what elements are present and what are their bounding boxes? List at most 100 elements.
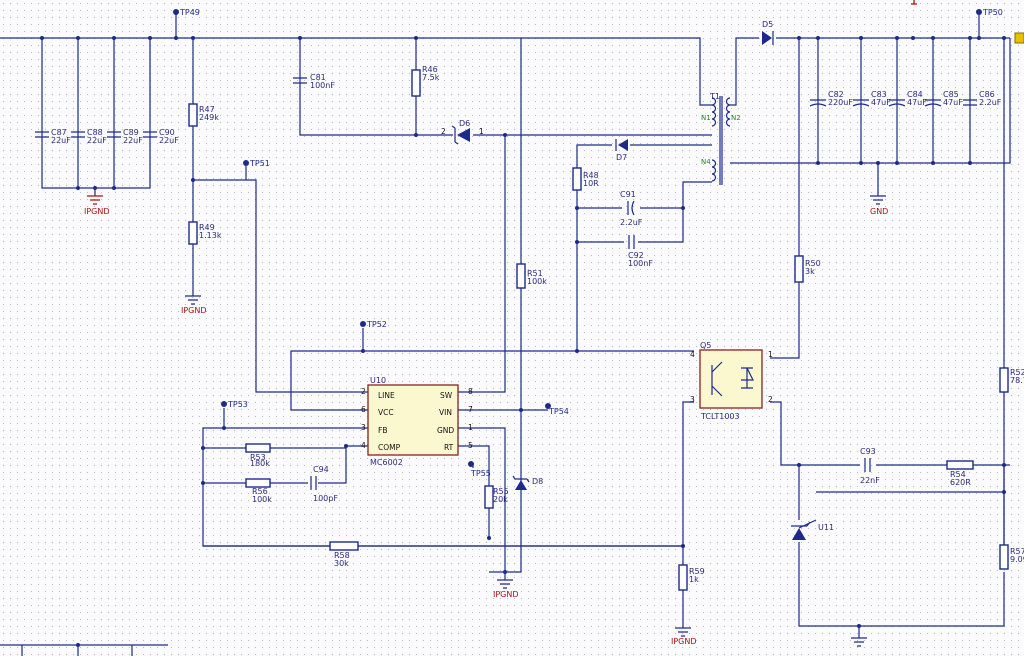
c88-ref: C88	[87, 128, 103, 137]
c86-ref: C86	[979, 90, 995, 99]
r56-value: 100k	[252, 495, 272, 504]
r51-value: 100k	[527, 277, 547, 286]
tp54-label: TP54	[548, 407, 569, 416]
capacitor-bodies	[35, 77, 977, 490]
u10-pin-vin: VIN	[439, 408, 452, 417]
wires	[0, 37, 1011, 656]
c89-ref: C89	[123, 128, 139, 137]
r54-ref: R54	[950, 470, 966, 479]
c92-value: 100nF	[628, 259, 653, 268]
r47-ref: R47	[199, 105, 215, 114]
u10-pin-num-5: 5	[468, 441, 473, 450]
ic-u10-body	[367, 384, 459, 456]
r49-value: 1.13k	[199, 231, 222, 240]
diode-bodies	[451, 31, 817, 540]
q5-part: TCLT1003	[700, 412, 740, 421]
u10-pin-gnd: GND	[437, 426, 454, 435]
c94-ref: C94	[313, 465, 329, 474]
gnd-label: GND	[870, 207, 888, 216]
q5-pin-2: 2	[768, 395, 773, 404]
u10-pin-vcc: VCC	[378, 408, 394, 417]
c85-ref: C85	[943, 90, 959, 99]
q5-pin-1: 1	[768, 350, 773, 359]
r59-ref: R59	[689, 567, 705, 576]
d6-pin-2: 2	[441, 127, 446, 136]
ipgnd-label-4: IPGND	[671, 637, 697, 646]
r47-value: 249k	[199, 113, 219, 122]
t1-ref: T1	[709, 92, 720, 101]
ground-symbols	[87, 0, 1024, 647]
tp50-label: TP50	[982, 8, 1003, 17]
labels: TP49 TP50 TP51 TP52 TP53 TP54 TP55 C87 2…	[51, 8, 1024, 646]
c94-value: 100pF	[313, 494, 338, 503]
resistor-bodies	[188, 69, 1009, 591]
c84-value: 47uF	[907, 98, 927, 107]
r52-value: 78.7k	[1010, 376, 1024, 385]
transformer-t1	[711, 96, 731, 185]
c82-ref: C82	[828, 90, 844, 99]
r57-ref: R57	[1010, 547, 1024, 556]
c83-ref: C83	[871, 90, 887, 99]
c86-value: 2.2uF	[979, 98, 1002, 107]
r53-value: 180k	[250, 459, 270, 468]
tp49-label: TP49	[179, 8, 200, 17]
u10-part: MC6002	[370, 458, 403, 467]
c91-ref: C91	[620, 190, 636, 199]
winding-n4: N4	[701, 158, 711, 166]
r48-value: 10R	[583, 179, 599, 188]
r59-value: 1k	[689, 575, 699, 584]
r57-value: 9.09k	[1010, 555, 1024, 564]
u10-pin-line: LINE	[378, 391, 395, 400]
u10-pin-num-7: 7	[468, 405, 473, 414]
winding-n1: N1	[701, 114, 711, 122]
q5-pin-4: 4	[690, 350, 695, 359]
optocoupler-body	[699, 349, 763, 409]
r55-value: 20k	[493, 495, 508, 504]
u10-ref: U10	[370, 376, 386, 385]
u10-pin-num-1: 1	[468, 423, 473, 432]
d6-ref: D6	[459, 119, 470, 128]
c83-value: 47uF	[871, 98, 891, 107]
c89-value: 22uF	[123, 136, 143, 145]
junctions	[40, 36, 1006, 647]
r50-value: 3k	[805, 267, 815, 276]
r46-value: 7.5k	[422, 73, 440, 82]
c87-ref: C87	[51, 128, 67, 137]
c82-value: 220uF	[828, 98, 853, 107]
ipgnd-label-2: IPGND	[181, 306, 207, 315]
q5-ref: Q5	[700, 341, 711, 350]
winding-n2: N2	[731, 114, 741, 122]
tp52-label: TP52	[366, 320, 387, 329]
c87-value: 22uF	[51, 136, 71, 145]
r53-ref: R53	[250, 453, 266, 462]
r55-ref: R55	[493, 487, 509, 496]
r48-ref: R48	[583, 171, 599, 180]
r58-ref: R58	[334, 551, 350, 560]
r50-ref: R50	[805, 259, 821, 268]
u10-pin-num-4: 4	[361, 441, 366, 450]
u10-pin-rt: RT	[444, 443, 454, 452]
q5-pin-3: 3	[690, 395, 695, 404]
c81-ref: C81	[310, 73, 326, 82]
u10-pin-fb: FB	[378, 426, 387, 435]
d5-ref: D5	[762, 20, 773, 29]
d6-pin-1: 1	[479, 127, 484, 136]
c91-value: 2.2uF	[620, 218, 643, 227]
c92-ref: C92	[628, 251, 644, 260]
ipgnd-label-1: IPGND	[84, 207, 110, 216]
tp51-label: TP51	[249, 159, 270, 168]
r52-ref: R52	[1010, 368, 1024, 377]
u10-pin-sw: SW	[440, 391, 453, 400]
c81-value: 100nF	[310, 81, 335, 90]
tp55-label: TP55	[470, 469, 491, 478]
d8-ref: D8	[532, 477, 543, 486]
ipgnd-label-3: IPGND	[493, 590, 519, 599]
c93-value: 22nF	[860, 476, 880, 485]
r56-ref: R56	[252, 487, 268, 496]
c85-value: 47uF	[943, 98, 963, 107]
c90-ref: C90	[159, 128, 175, 137]
u10-pin-num-8: 8	[468, 387, 473, 396]
c93-ref: C93	[860, 447, 876, 456]
